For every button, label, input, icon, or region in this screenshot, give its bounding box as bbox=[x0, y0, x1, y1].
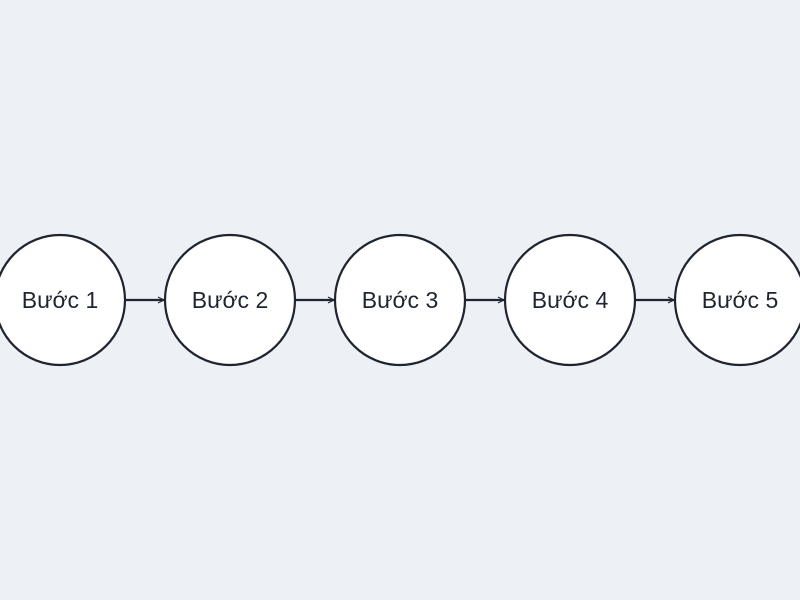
step-circle bbox=[333, 233, 467, 367]
step-node-5: Bước 5 bbox=[673, 233, 800, 367]
step-label: Bước 4 bbox=[532, 287, 609, 313]
step-circle bbox=[163, 233, 297, 367]
step-node-3: Bước 3 bbox=[333, 233, 467, 367]
step-circle bbox=[673, 233, 800, 367]
steps-group: Bước 1 Bước 2 Bước 3 Bước 4 Bước 5 bbox=[0, 233, 800, 367]
step-node-4: Bước 4 bbox=[503, 233, 637, 367]
step-label: Bước 2 bbox=[192, 287, 269, 313]
step-node-1: Bước 1 bbox=[0, 233, 127, 367]
step-circle bbox=[0, 233, 127, 367]
step-node-2: Bước 2 bbox=[163, 233, 297, 367]
step-label: Bước 3 bbox=[362, 287, 439, 313]
step-label: Bước 1 bbox=[22, 287, 99, 313]
step-circle bbox=[503, 233, 637, 367]
step-label: Bước 5 bbox=[702, 287, 779, 313]
